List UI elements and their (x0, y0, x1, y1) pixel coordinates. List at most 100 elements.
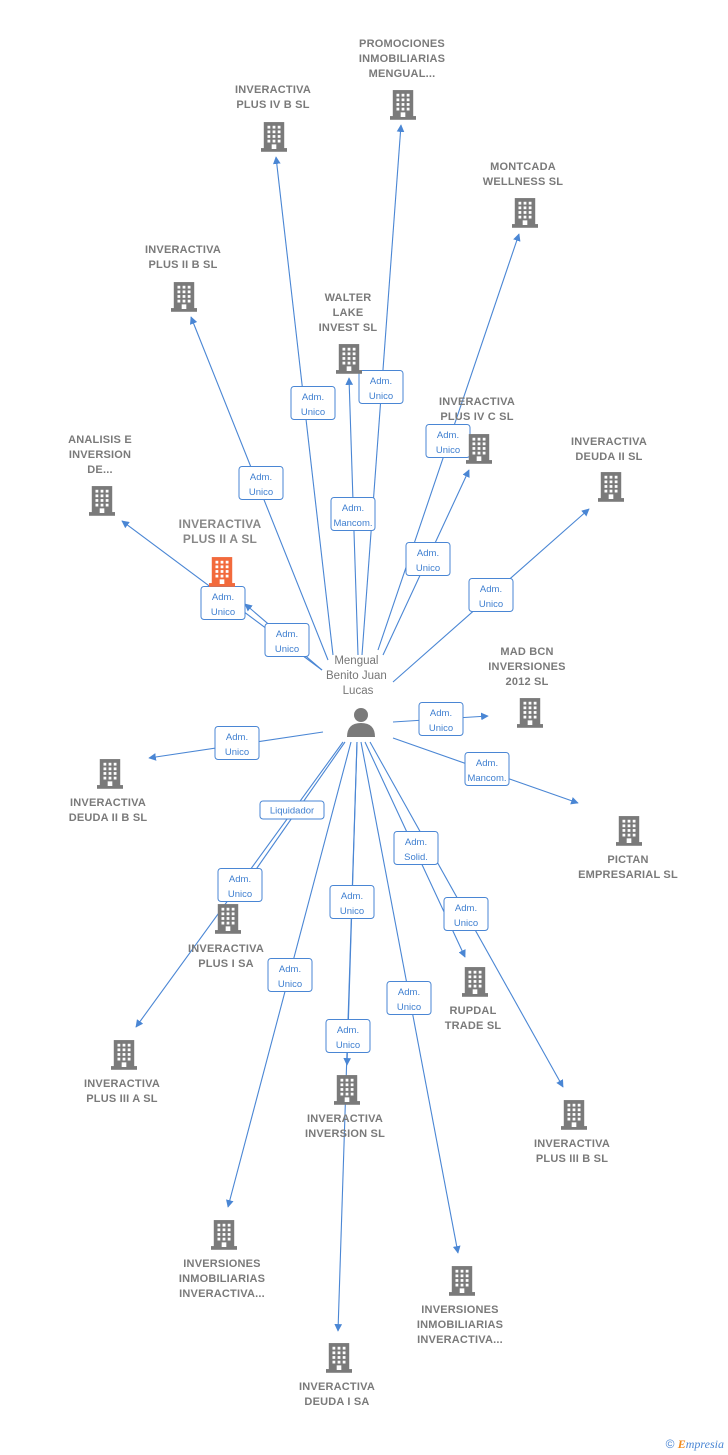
role-badge-text: Adm.Unico (416, 548, 440, 574)
role-badge-line: Unico (369, 391, 393, 402)
role-badge-line: Adm. (229, 874, 251, 885)
role-badge-line: Unico (479, 599, 503, 610)
company-label: INVERACTIVA INVERSION SL (305, 1113, 385, 1140)
role-badge[interactable]: Adm.Unico (418, 702, 464, 736)
role-badge[interactable]: Adm.Unico (325, 1019, 371, 1053)
role-badge[interactable]: Adm.Mancom. (330, 497, 376, 531)
role-badge-line: Adm. (370, 376, 392, 387)
role-badge[interactable]: Adm.Unico (217, 868, 263, 902)
person-label: Mengual Benito Juan Lucas (326, 655, 390, 697)
role-badge[interactable]: Adm.Unico (329, 885, 375, 919)
role-badge[interactable]: Adm.Unico (200, 586, 246, 620)
role-badge[interactable]: Adm.Unico (267, 958, 313, 992)
role-badge-line: Adm. (476, 758, 498, 769)
role-badge-line: Unico (278, 979, 302, 990)
role-badge[interactable]: Adm.Unico (443, 897, 489, 931)
company-label-line: MENGUAL... (369, 68, 436, 80)
role-badge-text: Liquidador (270, 806, 314, 817)
company-label-line: RUPDAL (449, 1005, 496, 1017)
role-badge[interactable]: Adm.Unico (425, 424, 471, 458)
role-badge-line: Adm. (250, 472, 272, 483)
company-label-line: INVERACTIVA (84, 1078, 160, 1090)
role-badge-box (468, 578, 514, 612)
company-node[interactable]: INVERACTIVA PLUS III A SL (84, 1040, 160, 1105)
role-badge-text: Adm. Unico (479, 584, 503, 610)
role-badge[interactable]: Adm. Unico (468, 578, 514, 612)
company-label-line: PLUS I SA (198, 958, 254, 970)
building-icon (512, 198, 538, 228)
role-badge[interactable]: Adm.Unico (264, 623, 310, 657)
company-label-line: INVERSION SL (305, 1128, 385, 1140)
role-badge[interactable]: Adm.Unico (214, 726, 260, 760)
role-badge-line: Unico (249, 487, 273, 498)
company-label-line: PLUS III A SL (86, 1093, 158, 1105)
role-badge[interactable]: Adm.Unico (290, 386, 336, 420)
role-badge-line: Unico (340, 906, 364, 917)
role-badge-line: Adm. (337, 1025, 359, 1036)
company-label-line: PLUS III B SL (536, 1153, 608, 1165)
role-badge[interactable]: Liquidador (259, 800, 325, 820)
company-label-line: DE... (87, 464, 112, 476)
building-icon (466, 434, 492, 464)
role-badge-text: Adm.Unico (301, 392, 325, 418)
role-badge-box (217, 868, 263, 902)
company-label-line: INVERACTIVA (534, 1138, 610, 1150)
role-badge-box (330, 497, 376, 531)
role-badge[interactable]: Adm.Mancom. (464, 752, 510, 786)
company-label-line: INMOBILIARIAS (417, 1319, 503, 1331)
company-label-line: PLUS IV B SL (236, 99, 309, 111)
role-badge-box (325, 1019, 371, 1053)
company-label-line: DEUDA II SL (575, 451, 642, 463)
role-badge[interactable]: Adm. Unico (238, 466, 284, 500)
role-badge[interactable]: Adm.Unico (386, 981, 432, 1015)
role-badge-line: Adm. (455, 903, 477, 914)
building-icon (390, 90, 416, 120)
role-badge[interactable]: Adm.Solid. (393, 831, 439, 865)
role-badge[interactable]: Adm. Unico (358, 370, 404, 404)
role-badge-line: Unico (301, 407, 325, 418)
company-label-line: INVEST SL (319, 322, 378, 334)
role-badge-line: Adm. (430, 708, 452, 719)
role-badge[interactable]: Adm.Unico (405, 542, 451, 576)
building-icon (561, 1100, 587, 1130)
company-node[interactable]: INVERACTIVA PLUS III B SL (534, 1100, 610, 1165)
building-icon (261, 122, 287, 152)
company-node[interactable]: INVERACTIVA INVERSION SL (305, 1075, 385, 1140)
role-badge-box (259, 800, 325, 820)
footer-brand: © Empresia (666, 1437, 724, 1452)
role-badge-line: Adm. (437, 430, 459, 441)
company-label-line: INVERACTIVA (307, 1113, 383, 1125)
role-badge-line: Adm. (480, 584, 502, 595)
role-badge-line: Adm. (398, 987, 420, 998)
building-icon (211, 1220, 237, 1250)
role-badge-line: Unico (225, 747, 249, 758)
person-node[interactable]: Mengual Benito Juan Lucas (326, 655, 390, 737)
role-badge-text: Adm.Solid. (404, 837, 428, 863)
